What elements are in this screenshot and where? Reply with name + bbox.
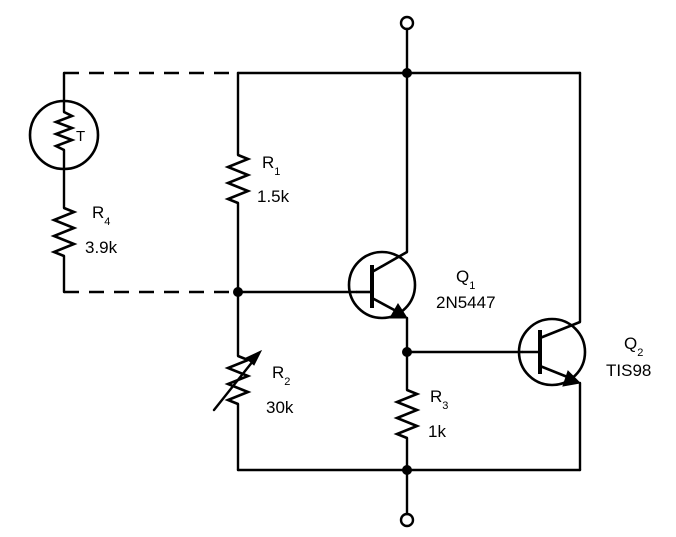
r1-ref: R1 xyxy=(262,153,280,178)
q2-transistor xyxy=(517,317,587,472)
r4-value: 3.9k xyxy=(85,238,118,257)
sensor-branch xyxy=(50,71,78,294)
r3-branch xyxy=(393,347,524,472)
q2-ref: Q2 xyxy=(624,334,643,359)
r3-ref: R3 xyxy=(430,387,448,412)
q1-part: 2N5447 xyxy=(436,293,496,312)
q2-part: TIS98 xyxy=(606,361,651,380)
r4-ref: R4 xyxy=(92,203,110,228)
q1-transistor xyxy=(347,71,417,354)
r1-r2-branch xyxy=(212,71,358,472)
thermistor-symbol: T xyxy=(76,128,85,145)
bottom-rail xyxy=(236,465,582,516)
bottom-terminal xyxy=(399,512,415,528)
top-terminal xyxy=(399,15,415,31)
r1-value: 1.5k xyxy=(257,187,290,206)
top-rail xyxy=(236,27,582,324)
r2-ref: R2 xyxy=(272,363,290,388)
r2-value: 30k xyxy=(266,398,294,417)
q1-ref: Q1 xyxy=(456,267,475,292)
dashed-sensor-leads xyxy=(64,71,238,294)
thermistor: T xyxy=(28,99,100,171)
r3-value: 1k xyxy=(428,422,446,441)
